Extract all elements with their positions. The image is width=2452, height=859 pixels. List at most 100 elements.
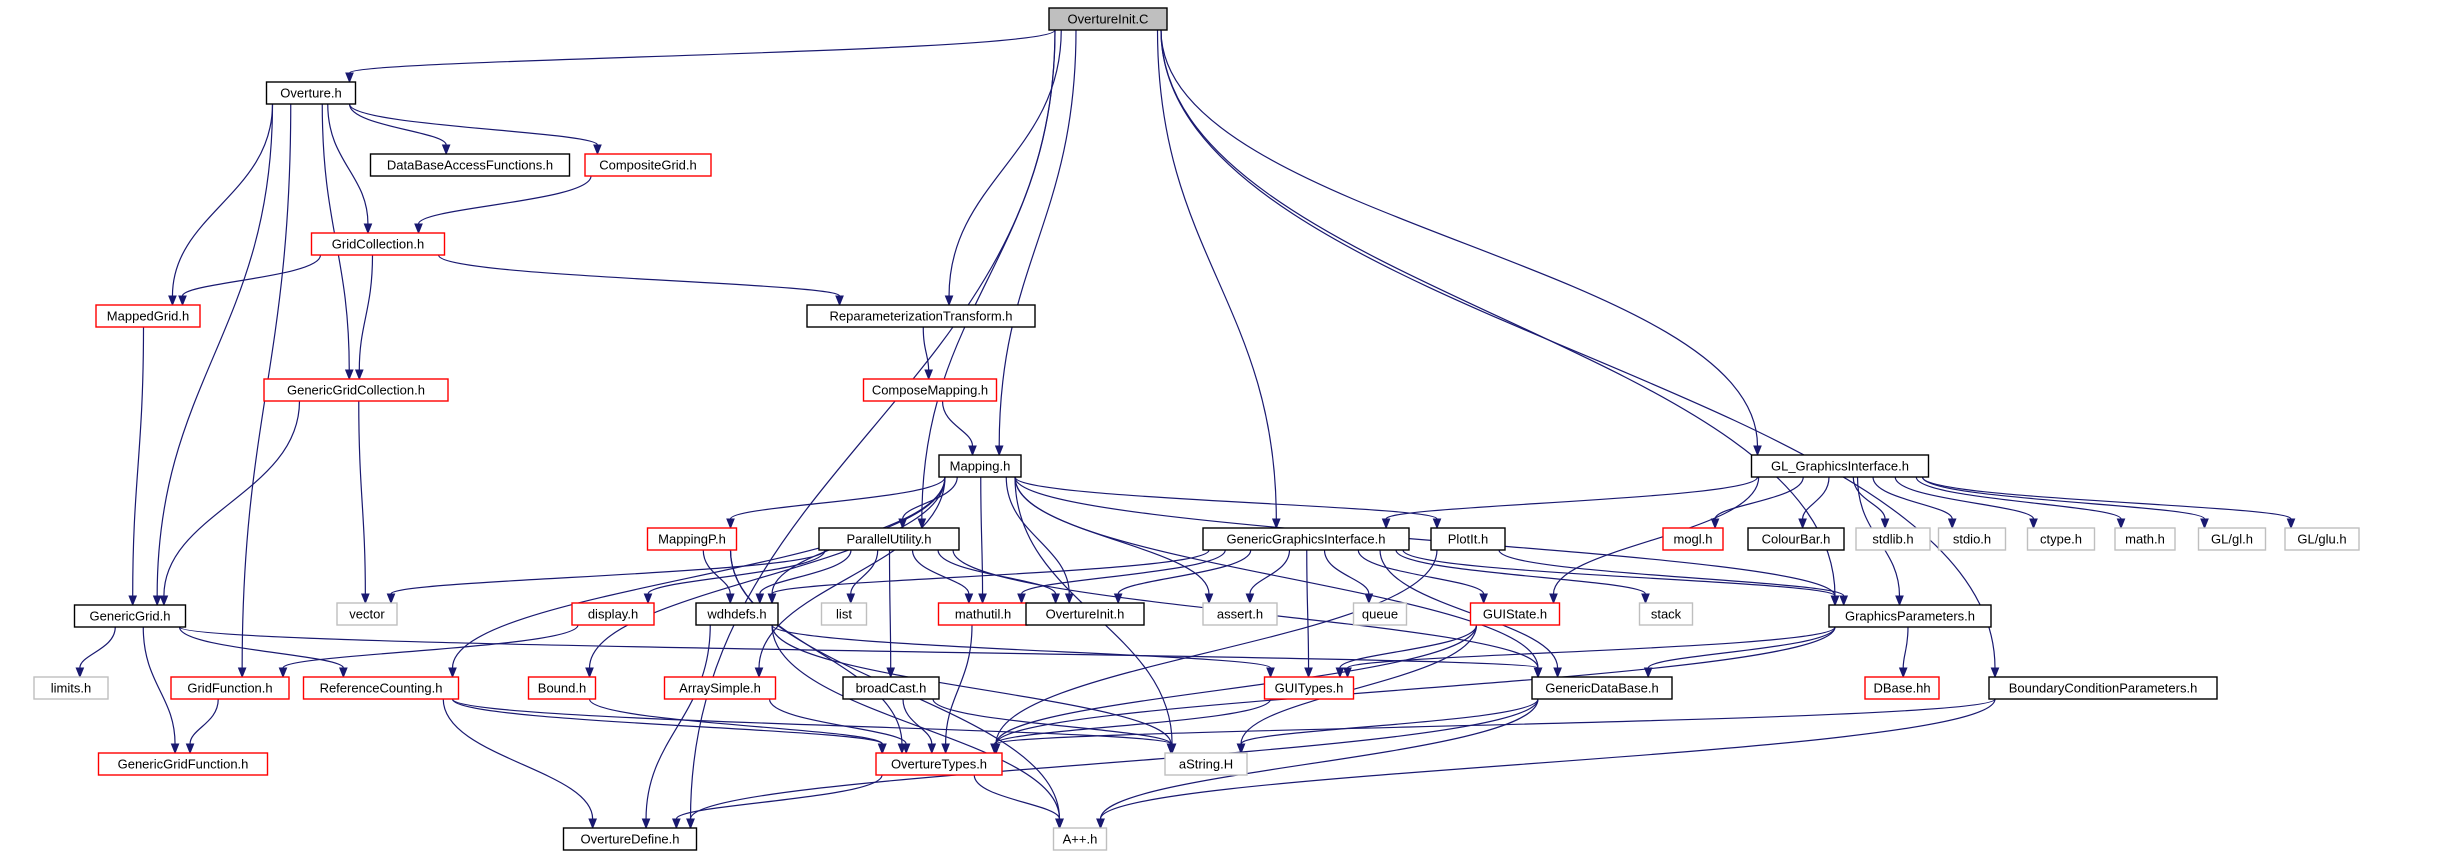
dependency-edge bbox=[178, 626, 1543, 679]
dependency-edge bbox=[941, 624, 973, 755]
graph-node[interactable]: Mapping.h bbox=[938, 454, 1022, 478]
edge-line bbox=[1802, 476, 1830, 520]
dependency-edge bbox=[994, 29, 1077, 457]
graph-node[interactable]: GenericDataBase.h bbox=[1531, 676, 1673, 700]
graph-node[interactable]: queue bbox=[1352, 602, 1408, 626]
edge-arrowhead bbox=[1266, 667, 1275, 679]
edge-line bbox=[189, 698, 219, 745]
edge-arrowhead bbox=[361, 593, 370, 605]
graph-node[interactable]: wdhdefs.h bbox=[695, 602, 779, 626]
node-label: ColourBar.h bbox=[1762, 532, 1831, 547]
edge-line bbox=[588, 476, 946, 669]
graph-node[interactable]: list bbox=[820, 602, 868, 626]
graph-node[interactable]: DataBaseAccessFunctions.h bbox=[369, 153, 571, 177]
edge-line bbox=[973, 774, 1061, 820]
edge-arrowhead bbox=[886, 667, 896, 679]
node-label: broadCast.h bbox=[856, 681, 927, 696]
edge-line bbox=[995, 626, 1836, 745]
edge-line bbox=[689, 698, 1539, 820]
graph-node[interactable]: display.h bbox=[571, 602, 655, 626]
graph-node[interactable]: broadCast.h bbox=[842, 676, 940, 700]
node-label: stdlib.h bbox=[1872, 532, 1913, 547]
node-label: OvertureTypes.h bbox=[891, 757, 987, 772]
edge-line bbox=[178, 626, 1539, 669]
dependency-edge bbox=[1872, 476, 1957, 530]
graph-node[interactable]: stdlib.h bbox=[1855, 527, 1931, 551]
dependency-edge bbox=[1710, 476, 1804, 530]
edge-arrowhead bbox=[994, 445, 1004, 457]
graph-node[interactable]: CompositeGrid.h bbox=[584, 153, 712, 177]
graph-node[interactable]: GenericGridCollection.h bbox=[263, 378, 449, 402]
graph-node[interactable]: math.h bbox=[2114, 527, 2176, 551]
edge-line bbox=[1395, 549, 1647, 595]
graph-node[interactable]: GL/gl.h bbox=[2197, 527, 2267, 551]
graph-node[interactable]: MappingP.h bbox=[646, 527, 738, 551]
graph-node[interactable]: ReparameterizationTransform.h bbox=[806, 304, 1036, 328]
dependency-edge bbox=[1852, 476, 1890, 530]
graph-node[interactable]: ReferenceCounting.h bbox=[302, 676, 460, 700]
node-label: queue bbox=[1362, 607, 1398, 622]
edge-line bbox=[390, 549, 826, 595]
graph-node[interactable]: OvertureTypes.h bbox=[875, 752, 1003, 776]
edge-arrowhead bbox=[754, 667, 764, 679]
edge-line bbox=[771, 549, 1210, 595]
graph-node[interactable]: GUITypes.h bbox=[1263, 676, 1355, 700]
node-box bbox=[1164, 752, 1248, 776]
graph-node[interactable]: GridFunction.h bbox=[170, 676, 290, 700]
graph-node[interactable]: ColourBar.h bbox=[1747, 527, 1845, 551]
dependency-edge bbox=[922, 326, 933, 381]
edge-line bbox=[948, 29, 1062, 297]
dependency-edge bbox=[941, 400, 977, 457]
edge-arrowhead bbox=[846, 593, 856, 605]
node-label: Bound.h bbox=[538, 681, 586, 696]
graph-node[interactable]: ParallelUtility.h bbox=[818, 527, 960, 551]
graph-node[interactable]: GL_GraphicsInterface.h bbox=[1750, 454, 1930, 478]
edge-arrowhead bbox=[964, 593, 974, 605]
graph-node[interactable]: DBase.hh bbox=[1864, 676, 1940, 700]
graph-node[interactable]: BoundaryConditionParameters.h bbox=[1988, 676, 2218, 700]
node-box bbox=[369, 153, 571, 177]
graph-node[interactable]: GenericGridFunction.h bbox=[97, 752, 269, 776]
edge-arrowhead bbox=[641, 818, 651, 830]
graph-node[interactable]: A++.h bbox=[1052, 827, 1108, 851]
graph-node[interactable]: Overture.h bbox=[265, 81, 357, 105]
graph-node[interactable]: GraphicsParameters.h bbox=[1828, 604, 1992, 628]
graph-node[interactable]: ArraySimple.h bbox=[663, 676, 777, 700]
edge-line bbox=[1647, 626, 1836, 669]
graph-node[interactable]: GenericGraphicsInterface.h bbox=[1202, 527, 1410, 551]
graph-node[interactable]: GL/glu.h bbox=[2284, 527, 2360, 551]
graph-node[interactable]: GridCollection.h bbox=[310, 232, 446, 256]
node-label: Mapping.h bbox=[950, 459, 1011, 474]
dependency-edge bbox=[185, 698, 219, 755]
graph-node[interactable]: GenericGrid.h bbox=[73, 604, 187, 628]
graph-node[interactable]: Bound.h bbox=[527, 676, 597, 700]
graph-node[interactable]: mogl.h bbox=[1662, 527, 1724, 551]
edge-line bbox=[327, 103, 369, 225]
graph-node[interactable]: MappedGrid.h bbox=[95, 304, 201, 328]
graph-node[interactable]: aString.H bbox=[1164, 752, 1248, 776]
dependency-edge bbox=[1160, 29, 1840, 607]
graph-node[interactable]: vector bbox=[336, 602, 398, 626]
graph-node[interactable]: ctype.h bbox=[2026, 527, 2096, 551]
edge-arrowhead bbox=[339, 667, 348, 679]
graph-node[interactable]: OvertureInit.h bbox=[1025, 602, 1145, 626]
dependency-edge bbox=[911, 549, 974, 605]
graph-node[interactable]: limits.h bbox=[33, 676, 109, 700]
node-box bbox=[1855, 527, 1931, 551]
graph-node[interactable]: ComposeMapping.h bbox=[862, 378, 998, 402]
graph-node[interactable]: OvertureDefine.h bbox=[562, 827, 698, 851]
graph-node[interactable]: stack bbox=[1638, 602, 1694, 626]
graph-node[interactable]: mathutil.h bbox=[937, 602, 1029, 626]
edge-arrowhead bbox=[1017, 593, 1026, 605]
graph-node[interactable]: stdio.h bbox=[1937, 527, 2007, 551]
edge-line bbox=[181, 254, 322, 297]
edge-line bbox=[902, 476, 958, 520]
node-box bbox=[336, 602, 398, 626]
dependency-edge bbox=[1643, 626, 1836, 679]
edge-arrowhead bbox=[1947, 518, 1957, 530]
graph-node[interactable]: PlotIt.h bbox=[1430, 527, 1506, 551]
graph-node[interactable]: assert.h bbox=[1202, 602, 1278, 626]
edge-arrowhead bbox=[1898, 667, 1908, 679]
dependency-edge bbox=[973, 774, 1064, 830]
graph-node[interactable]: GUIState.h bbox=[1469, 602, 1561, 626]
